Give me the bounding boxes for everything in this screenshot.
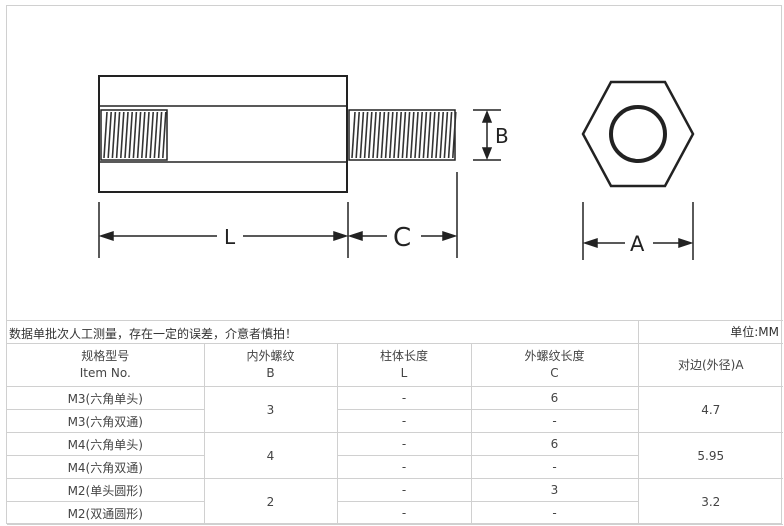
measurement-note: 数据单批次人工测量，存在一定的误差，介意者慎拍！ — [9, 327, 298, 341]
column-header-label: 内外螺纹 — [246, 349, 295, 363]
column-header-sub: L — [400, 366, 408, 380]
thread-line — [435, 111, 440, 159]
thread-line — [452, 111, 457, 159]
thread-length-cell: 6 — [470, 386, 639, 410]
thread-line — [405, 111, 411, 159]
thread-line — [401, 111, 407, 159]
item-cell: M2(单头圆形) — [7, 478, 205, 502]
unit-label: 单位:MM — [638, 321, 783, 343]
item-cell: M3(六角双通) — [7, 409, 205, 433]
column-header-label: 柱体长度 — [379, 349, 428, 363]
thread-line — [124, 111, 129, 159]
column-header-sub: B — [266, 366, 275, 380]
dimension-label-a: A — [630, 232, 645, 256]
thread-line — [145, 111, 150, 159]
thread-line — [141, 111, 146, 159]
table-row: M4(六角双通) -- — [7, 455, 783, 479]
thread-cell: 3 — [203, 386, 338, 433]
dimension-label-c: C — [393, 223, 411, 253]
column-header-label: 外螺纹长度 — [524, 349, 585, 363]
thread-line — [107, 111, 112, 159]
width-cell: 3.2 — [637, 478, 783, 525]
hex-bore — [609, 105, 667, 163]
column-header-sub: C — [550, 366, 559, 380]
thread-cell: 2 — [203, 478, 338, 525]
hex-end-view — [581, 80, 695, 188]
thread-line — [418, 111, 423, 159]
thread-line — [380, 111, 386, 159]
thread-line — [355, 111, 360, 159]
thread-length-cell: - — [470, 455, 639, 479]
thread-line — [363, 111, 369, 159]
thread-line — [376, 111, 381, 159]
thread-line — [447, 111, 453, 159]
thread-line — [136, 111, 142, 159]
thread-line — [443, 111, 449, 159]
thread-line — [393, 111, 398, 159]
note-row: 数据单批次人工测量，存在一定的误差，介意者慎拍！ 单位:MM — [7, 320, 783, 344]
dimension-label-l: L — [224, 225, 236, 249]
item-cell: M3(六角单头) — [7, 386, 205, 410]
thread-line — [157, 111, 163, 159]
thread-line — [111, 111, 117, 159]
column-header-sub: Item No. — [79, 366, 131, 380]
thread-line — [422, 111, 428, 159]
spec-table: 规格型号 Item No. 内外螺纹 B 柱体长度 L 外螺纹长度 C 对边(外径)A M3(六角… — [7, 343, 783, 525]
length-cell: - — [336, 478, 472, 502]
thread-line — [149, 111, 154, 159]
thread-line — [132, 111, 138, 159]
thread-line — [359, 111, 365, 159]
column-header: 外螺纹长度 C — [470, 343, 639, 387]
item-cell: M4(六角双通) — [7, 455, 205, 479]
thread-line — [368, 111, 373, 159]
thread-length-cell: - — [470, 409, 639, 433]
length-cell: - — [336, 409, 472, 433]
internal-thread — [100, 109, 168, 161]
column-header: 柱体长度 L — [336, 343, 472, 387]
width-cell: 5.95 — [637, 432, 783, 479]
thread-line — [372, 111, 377, 159]
standoff-body — [98, 75, 348, 193]
standoff-drawing: B L C A — [98, 75, 695, 260]
column-header-label: 对边(外径)A — [677, 357, 744, 372]
thread-line — [414, 111, 419, 159]
thread-length-cell: 6 — [470, 432, 639, 456]
thread-line — [426, 111, 432, 159]
thread-line — [439, 111, 444, 159]
thread-line — [389, 111, 394, 159]
length-cell: - — [336, 501, 472, 525]
column-header: 内外螺纹 B — [203, 343, 338, 387]
column-header-label: 规格型号 — [81, 349, 130, 363]
thread-line — [351, 111, 356, 159]
spec-sheet: B L C A 数据 — [6, 5, 783, 525]
thread-line — [397, 111, 402, 159]
item-cell: M2(双通圆形) — [7, 501, 205, 525]
width-cell: 4.7 — [637, 386, 783, 433]
thread-line — [162, 111, 167, 159]
column-header: 对边(外径)A — [637, 343, 783, 387]
table-header-row: 规格型号 Item No. 内外螺纹 B 柱体长度 L 外螺纹长度 C 对边(外径)A — [7, 343, 783, 387]
item-cell: M4(六角单头) — [7, 432, 205, 456]
thread-line — [115, 111, 121, 159]
thread-length-cell: - — [470, 501, 639, 525]
thread-line — [120, 111, 125, 159]
thread-line — [103, 111, 108, 159]
table-row: M3(六角双通) -- — [7, 409, 783, 433]
thread-line — [153, 111, 159, 159]
thread-line — [128, 111, 133, 159]
column-header: 规格型号 Item No. — [7, 343, 205, 387]
thread-length-cell: 3 — [470, 478, 639, 502]
thread-line — [384, 111, 390, 159]
dimension-label-b: B — [495, 124, 509, 148]
thread-cell: 4 — [203, 432, 338, 479]
length-cell: - — [336, 455, 472, 479]
thread-line — [431, 111, 436, 159]
length-cell: - — [336, 386, 472, 410]
thread-line — [410, 111, 415, 159]
length-cell: - — [336, 432, 472, 456]
table-row: M2(双通圆形) -- — [7, 501, 783, 525]
